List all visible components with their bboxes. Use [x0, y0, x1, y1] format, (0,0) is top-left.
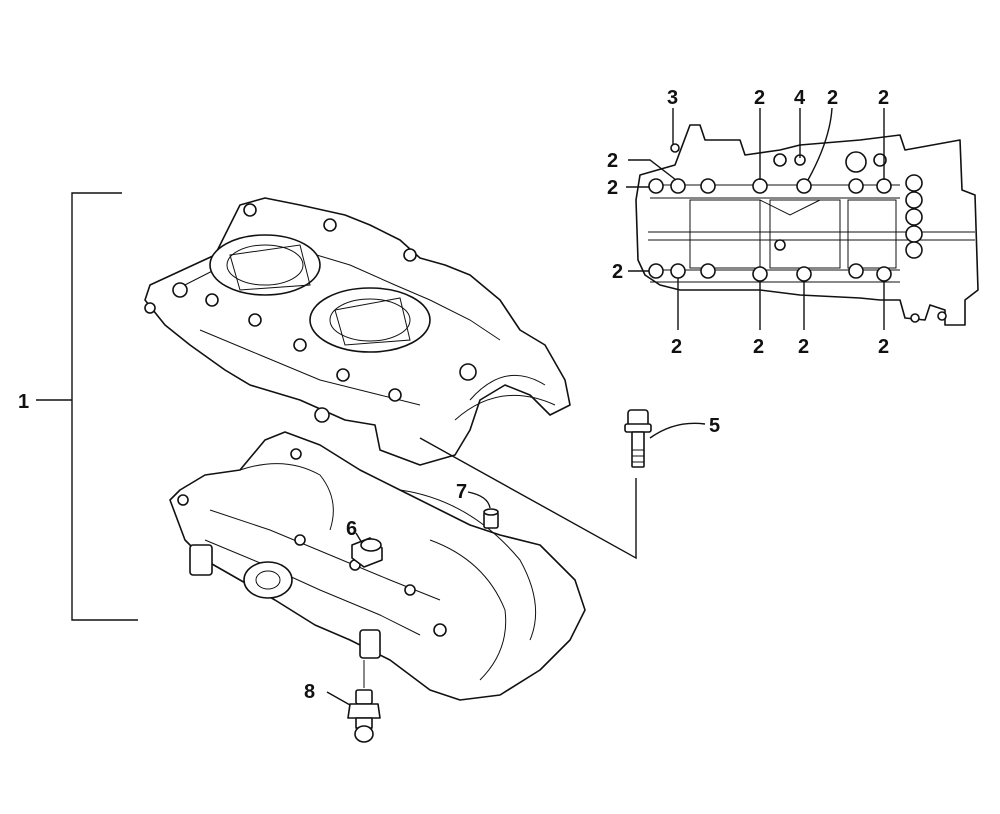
callout-6: 6 — [346, 518, 357, 540]
inset-bolt-pattern-view — [635, 124, 979, 326]
callout-1: 1 — [18, 391, 29, 413]
assembly-bracket — [36, 192, 138, 621]
callout-4: 4 — [794, 87, 806, 109]
callout-2-bottom-a: 2 — [671, 336, 682, 358]
part-7-dowel — [467, 491, 499, 529]
part-6-bushing — [351, 532, 383, 568]
callout-2-top-b: 2 — [827, 87, 838, 109]
callout-2-left-b: 2 — [607, 177, 618, 199]
part-5-bolt — [419, 409, 706, 560]
callout-8: 8 — [304, 681, 315, 703]
callout-2-bottom-d: 2 — [878, 336, 889, 358]
callout-7: 7 — [456, 481, 467, 503]
callout-2-left-a: 2 — [607, 150, 618, 172]
inset-leaders — [626, 107, 885, 330]
callout-2-bottom-b: 2 — [753, 336, 764, 358]
part-8-plug — [326, 660, 381, 743]
callout-2-bottom-c: 2 — [798, 336, 809, 358]
callout-2-top-a: 2 — [754, 87, 765, 109]
callout-2-top-c: 2 — [878, 87, 889, 109]
upper-crankcase-half — [144, 197, 571, 466]
callout-2-left-c: 2 — [612, 261, 623, 283]
callout-3: 3 — [667, 87, 678, 109]
callout-5: 5 — [709, 415, 720, 437]
lower-crankcase-half — [169, 431, 586, 701]
